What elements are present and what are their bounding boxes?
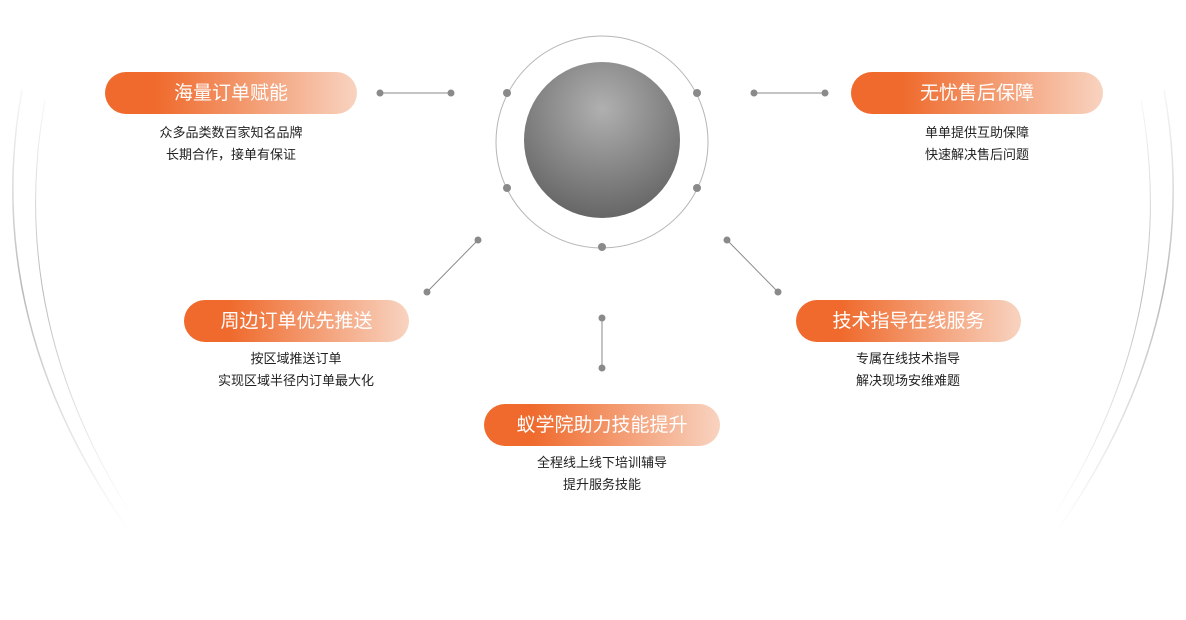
center-circle — [524, 62, 680, 218]
connector-mid-left — [423, 236, 482, 296]
outer-arc-right-inner — [1050, 99, 1151, 521]
ring-dot — [598, 243, 606, 251]
feature-desc-line: 单单提供互助保障 — [924, 126, 1029, 141]
connector-mid-right — [723, 236, 782, 296]
feature-desc-massive-orders: 众多品类数百家知名品牌 长期合作，接单有保证 — [105, 123, 357, 167]
feature-desc-tech-guidance: 专属在线技术指导 解决现场安维难题 — [778, 349, 1038, 393]
ring-dots — [503, 89, 701, 251]
outer-arc-left — [12, 89, 131, 533]
ring-dot — [503, 184, 511, 192]
feature-title-text: 海量订单赋能 — [173, 82, 288, 104]
feature-title-text: 技术指导在线服务 — [832, 310, 985, 332]
connector-bottom — [598, 314, 606, 372]
feature-desc-line: 解决现场安维难题 — [855, 374, 960, 389]
feature-title-academy-skills: 蚁学院助力技能提升 — [484, 404, 720, 446]
outer-arc-left-inner — [35, 99, 136, 521]
feature-desc-worry-free-aftersales: 单单提供互助保障 快速解决售后问题 — [851, 123, 1103, 167]
ring-dot — [503, 89, 511, 97]
feature-desc-line: 全程线上线下培训辅导 — [536, 456, 667, 471]
feature-desc-line: 实现区域半径内订单最大化 — [217, 374, 374, 389]
feature-title-massive-orders: 海量订单赋能 — [105, 72, 357, 114]
ring-dot — [693, 184, 701, 192]
feature-title-nearby-orders: 周边订单优先推送 — [184, 300, 409, 342]
feature-title-worry-free-aftersales: 无忧售后保障 — [851, 72, 1103, 114]
feature-title-tech-guidance: 技术指导在线服务 — [796, 300, 1021, 342]
feature-desc-nearby-orders: 按区域推送订单 实现区域半径内订单最大化 — [166, 349, 426, 393]
feature-desc-line: 提升服务技能 — [562, 478, 641, 493]
feature-title-text: 无忧售后保障 — [919, 82, 1034, 104]
feature-desc-line: 专属在线技术指导 — [855, 352, 960, 367]
feature-title-text: 周边订单优先推送 — [220, 310, 373, 332]
connector-top-right — [750, 89, 829, 97]
outer-arc-right — [1055, 89, 1174, 533]
feature-desc-line: 按区域推送订单 — [250, 352, 342, 367]
ring-dot — [693, 89, 701, 97]
connector-top-left — [376, 89, 455, 97]
feature-desc-line: 长期合作，接单有保证 — [165, 148, 296, 163]
feature-desc-line: 众多品类数百家知名品牌 — [159, 126, 303, 141]
feature-desc-line: 快速解决售后问题 — [924, 148, 1029, 163]
feature-title-text: 蚁学院助力技能提升 — [516, 414, 688, 436]
feature-desc-academy-skills: 全程线上线下培训辅导 提升服务技能 — [472, 453, 732, 497]
